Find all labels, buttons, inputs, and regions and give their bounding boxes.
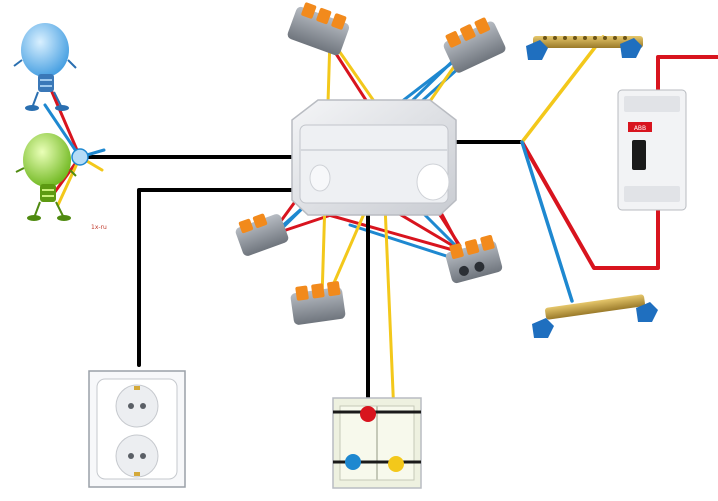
breaker-phase-wire [520, 55, 718, 270]
light-bulb-icon [13, 23, 77, 111]
bus-bar-icon [532, 294, 658, 338]
lamp-junction-node [71, 148, 89, 166]
switch-blue-terminal [345, 454, 361, 470]
breaker-label: ABB [634, 125, 646, 132]
switch-yellow-terminal [388, 456, 404, 472]
light-bulb-icon [15, 133, 77, 221]
wago-connector-icon [445, 234, 503, 284]
wago-connector-icon [290, 281, 346, 325]
wago-connector-icon [443, 17, 506, 73]
junction-box-icon [291, 99, 457, 216]
neutral-to-busbar [520, 140, 574, 303]
ground-to-busbar [520, 35, 605, 144]
circuit-breaker-icon [617, 89, 687, 211]
bus-bar-icon [526, 36, 643, 60]
wago-connector-icon [235, 213, 289, 256]
wago-connector-icon [287, 2, 350, 56]
switch-icon [332, 397, 422, 489]
socket-icon [88, 370, 186, 488]
switch-red-terminal [360, 406, 376, 422]
lamp-tag: 1x-ru [91, 224, 107, 231]
lamp-wires [43, 90, 106, 207]
